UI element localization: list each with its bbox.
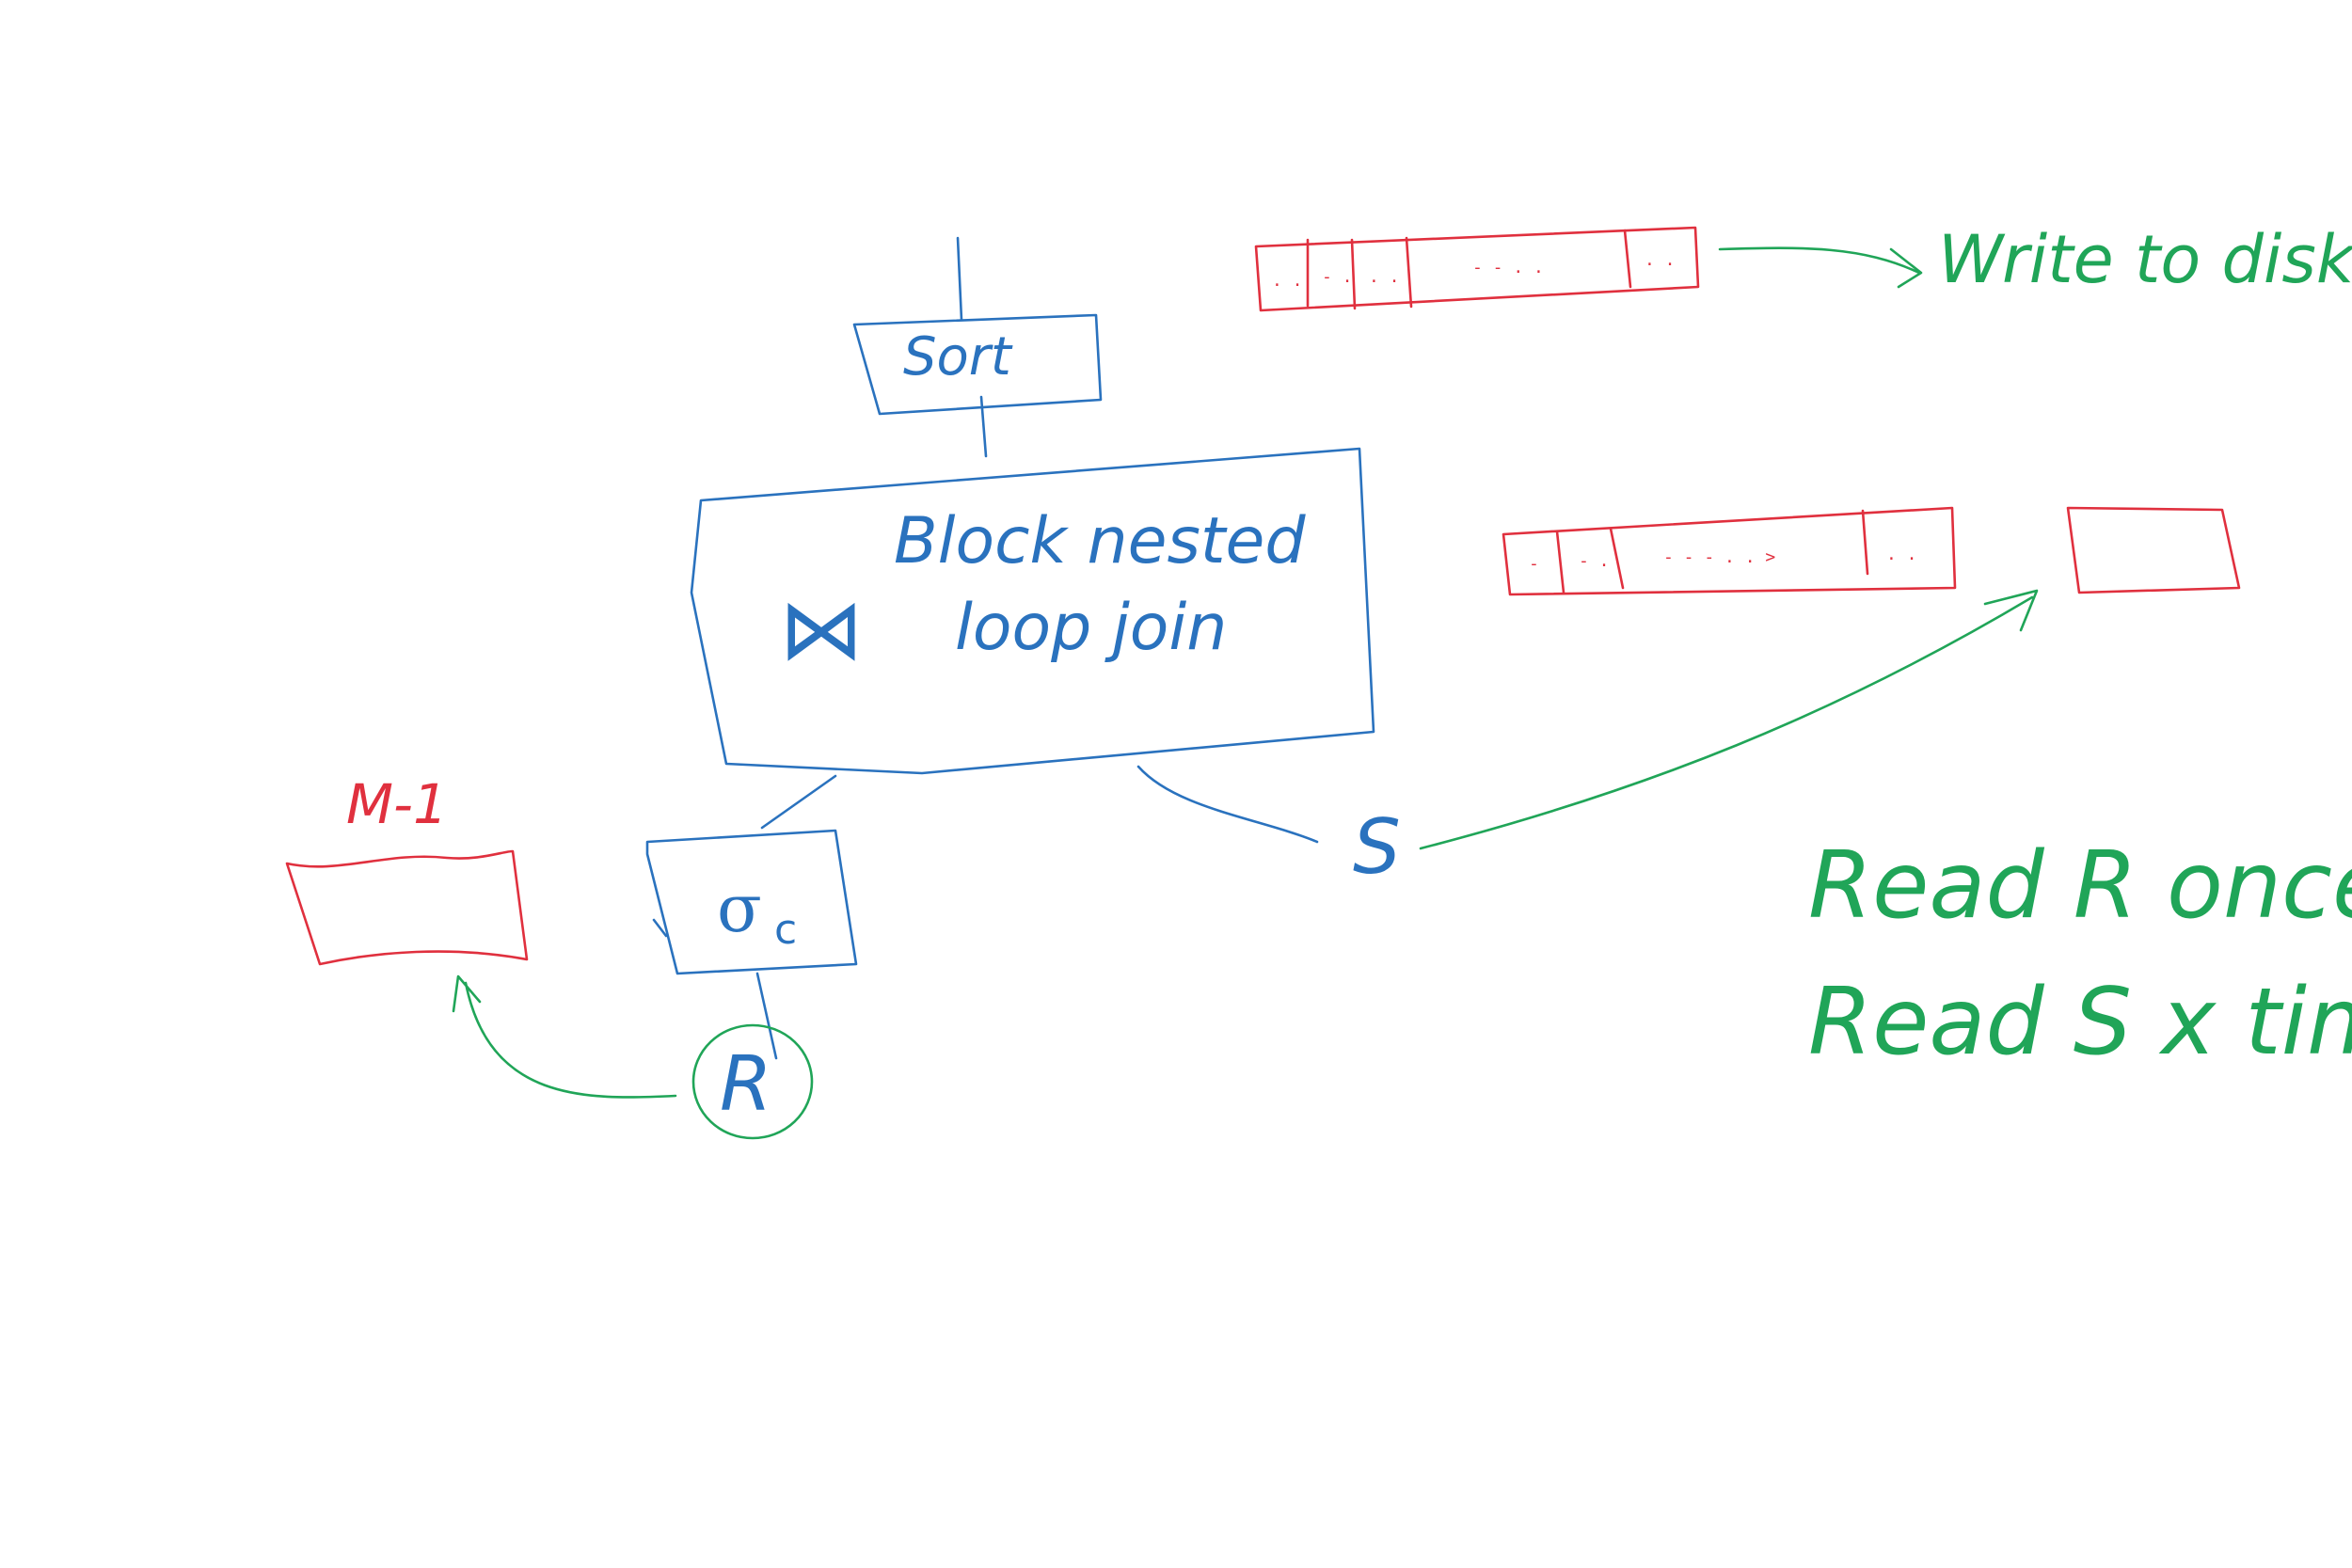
relation-s-label: S — [1353, 803, 1401, 891]
note-read-r: Read R once — [1808, 832, 2352, 940]
memory-buffer — [285, 849, 529, 966]
block-buffer — [1502, 506, 1957, 596]
join-box — [690, 447, 1375, 775]
output-buffer-divider-4 — [1623, 229, 1632, 289]
relation-r-label: R — [720, 1040, 772, 1128]
select-box — [645, 829, 858, 975]
block-buffer-divider-1 — [1555, 530, 1565, 594]
join-label-line2: loop join — [955, 591, 1227, 665]
write-to-disk-label: Write to disk — [1938, 221, 2352, 298]
arrow-r-to-memory-head — [452, 974, 482, 1013]
block-buffer-dots-4: . . — [1886, 545, 1917, 564]
edge-output-to-sort — [956, 236, 963, 322]
output-buffer-dots-4: - - . . — [1472, 258, 1544, 277]
arrow-r-to-memory — [464, 981, 677, 1099]
block-buffer-dots-3: - - - . . > — [1663, 547, 1775, 567]
block-buffer-dots-2: - . — [1579, 551, 1610, 571]
s-page-buffer — [2066, 506, 2241, 594]
edge-join-to-s — [1136, 765, 1319, 844]
output-buffer — [1254, 226, 1700, 312]
select-subscript: c — [774, 906, 797, 954]
join-symbol-icon: ⋈ — [779, 580, 864, 679]
sort-box — [852, 313, 1103, 416]
block-buffer-dots-1: - — [1529, 554, 1539, 574]
arrow-to-disk-head — [1889, 247, 1923, 289]
memory-label: M-1 — [346, 772, 448, 836]
arrow-s-to-block — [1419, 595, 2034, 850]
output-buffer-divider-2 — [1350, 238, 1357, 310]
block-buffer-divider-3 — [1861, 509, 1869, 576]
output-buffer-dots-2: - . — [1322, 267, 1353, 287]
output-buffer-dots-1: . . — [1272, 271, 1303, 291]
output-buffer-divider-3 — [1405, 236, 1413, 309]
arrow-s-to-block-head — [1983, 589, 2039, 632]
join-label-line1: Block nested — [894, 504, 1306, 578]
block-buffer-divider-2 — [1609, 527, 1625, 590]
edge-select-to-r — [755, 972, 778, 1060]
sort-label: Sort — [903, 326, 1013, 388]
select-box-tick — [652, 918, 668, 938]
edge-sort-to-join — [979, 395, 988, 458]
edge-join-to-select — [760, 774, 837, 830]
output-buffer-dots-3: . . — [1369, 267, 1400, 287]
arrow-to-disk — [1718, 246, 1921, 275]
select-symbol-icon: σ — [717, 870, 762, 947]
relation-r-circle — [691, 1023, 814, 1140]
note-read-s: Read S x times — [1808, 969, 2352, 1076]
output-buffer-dots-5: . . — [1645, 250, 1676, 270]
